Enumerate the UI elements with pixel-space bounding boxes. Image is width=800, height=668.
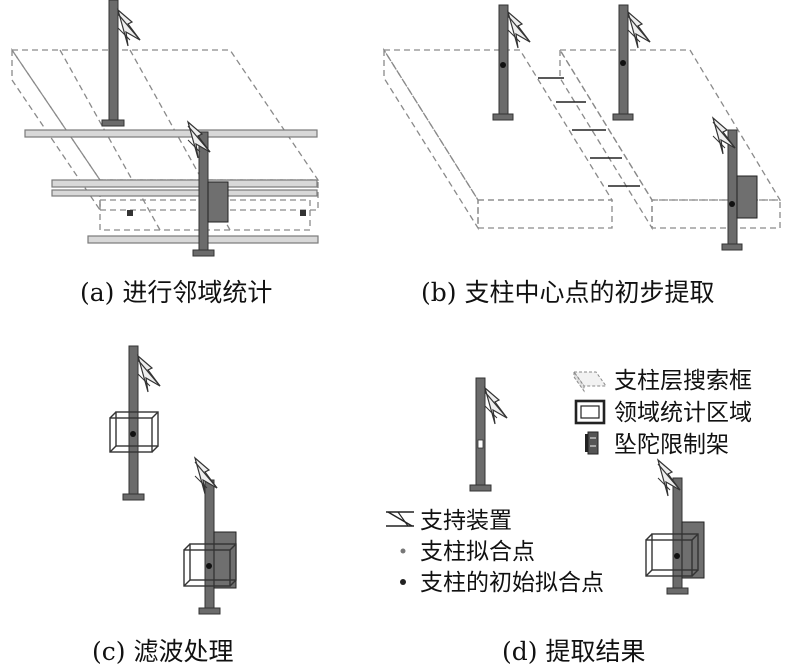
initial-fit-point xyxy=(206,563,212,569)
caption-d: (d) 提取结果 xyxy=(502,637,645,666)
panel-a: (a) 进行邻域统计 xyxy=(10,0,320,307)
caption-c: (c) 滤波处理 xyxy=(92,637,233,666)
cantilever-icon xyxy=(386,511,414,527)
panel-d: (d) 提取结果 xyxy=(469,377,705,666)
small-dot-icon xyxy=(400,548,406,554)
pole-base xyxy=(492,113,514,121)
pole-base xyxy=(612,113,634,121)
rail xyxy=(24,129,318,138)
pole xyxy=(204,479,215,611)
pole-base xyxy=(198,607,221,615)
legend-label-support-device: 支持装置 xyxy=(420,508,512,534)
square-box-icon xyxy=(574,399,606,425)
pole-base xyxy=(721,243,743,251)
neighborhood-box xyxy=(183,543,237,587)
pole-base xyxy=(122,493,145,501)
fit-point xyxy=(300,210,306,216)
legend-label-initial-fit-point: 支柱的初始拟合点 xyxy=(420,570,604,596)
pole-base xyxy=(469,484,492,492)
fit-point xyxy=(477,439,484,449)
pole-base xyxy=(101,119,125,127)
legend-label-weight-frame: 坠陀限制架 xyxy=(614,432,729,458)
legend-label-neighborhood-region: 领域统计区域 xyxy=(614,400,752,426)
search-slab-side xyxy=(11,47,101,213)
caption-a: (a) 进行邻域统计 xyxy=(80,278,272,307)
rail xyxy=(51,189,318,197)
dashed-slab-icon xyxy=(573,370,607,393)
pole xyxy=(108,0,119,123)
pole-base xyxy=(666,587,689,595)
pole xyxy=(618,4,629,116)
dot-icon xyxy=(400,579,406,585)
search-slab-front xyxy=(651,199,781,229)
legend-label-fit-point: 支柱拟合点 xyxy=(420,539,535,565)
weight-frame-icon xyxy=(585,431,599,455)
legend-label-search-box: 支柱层搜索框 xyxy=(614,368,752,394)
cantilever-icon xyxy=(507,11,531,49)
initial-fit-point xyxy=(500,62,506,68)
panel-c: (c) 滤波处理 xyxy=(92,345,237,666)
caption-b: (b) 支柱中心点的初步提取 xyxy=(421,278,714,307)
panel-b: (b) 支柱中心点的初步提取 xyxy=(382,4,782,307)
weight-frame xyxy=(736,175,758,219)
initial-fit-point xyxy=(620,60,626,66)
pole xyxy=(128,345,139,497)
neighborhood-box xyxy=(109,411,159,453)
pole xyxy=(475,377,486,487)
initial-fit-point xyxy=(130,431,136,437)
search-slab-side xyxy=(383,47,479,231)
cantilever-icon xyxy=(117,9,141,47)
weight-frame xyxy=(207,181,229,223)
neighborhood-box xyxy=(645,533,699,577)
shift-arrows xyxy=(538,77,640,187)
legend: 支柱层搜索框 领域统计区域 坠陀限制架 支持装置 支柱拟合点 支柱的初始拟合点 xyxy=(386,368,752,596)
pole xyxy=(498,4,509,116)
search-slab-side xyxy=(559,47,653,231)
initial-fit-point xyxy=(729,201,735,207)
cantilever-icon xyxy=(137,355,161,393)
search-slab-front xyxy=(477,199,613,229)
pole-base xyxy=(192,249,215,257)
search-slab-top xyxy=(382,49,614,201)
fit-point xyxy=(127,210,133,216)
search-slab-top xyxy=(10,49,320,181)
rail xyxy=(51,179,318,188)
initial-fit-point xyxy=(674,553,680,559)
cantilever-icon xyxy=(627,11,651,49)
cantilever-icon xyxy=(484,387,508,425)
